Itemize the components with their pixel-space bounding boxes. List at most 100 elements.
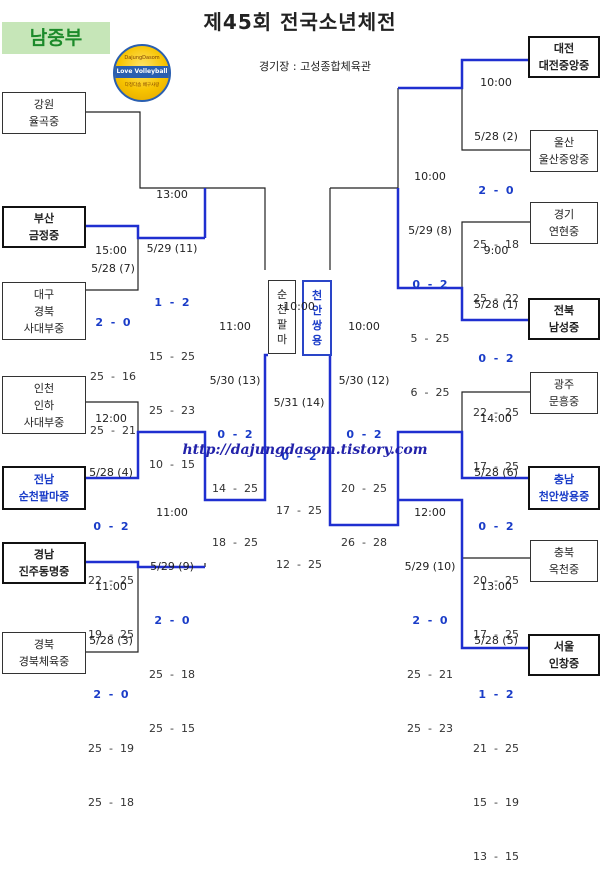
- match-score: 20 - 25: [341, 482, 387, 495]
- match-date: 5/28 (7): [91, 262, 135, 275]
- team-gyeonggi: 경기 연현중: [530, 202, 598, 244]
- team-chungnam: 충남 천안쌍용중: [528, 466, 600, 510]
- logo-text-main: Love Volleyball: [116, 68, 168, 75]
- match-8: 10:00 5/29 (8) 0 - 2 5 - 25 6 - 25: [402, 132, 458, 420]
- match-score: 15 - 19: [473, 796, 519, 809]
- team-seoul: 서울 인창중: [528, 634, 600, 676]
- team-school: 율곡중: [28, 115, 60, 128]
- team-ulsan: 울산 울산중앙중: [530, 130, 598, 172]
- match-10: 12:00 5/29 (10) 2 - 0 25 - 21 25 - 23: [402, 468, 458, 756]
- match-score: 25 - 23: [149, 404, 195, 417]
- finalist-char: 천: [311, 289, 323, 302]
- match-score: 25 - 18: [88, 796, 134, 809]
- match-score: 25 - 18: [473, 238, 519, 251]
- match-date: 5/29 (9): [150, 560, 194, 573]
- team-daejeon: 대전 대전중앙중: [528, 36, 600, 78]
- team-school: 금정중: [28, 229, 60, 242]
- team-region: 광주: [553, 378, 575, 391]
- team-school: 대전중앙중: [538, 59, 590, 72]
- team-region: 충남: [553, 473, 575, 486]
- line-gwangju: [461, 391, 530, 432]
- match-11: 13:00 5/29 (11) 1 - 2 15 - 25 25 - 23 10…: [142, 150, 202, 492]
- match-score: 25 - 19: [88, 742, 134, 755]
- match-1: 9:00 5/28 (1) 0 - 2 22 - 25 17 - 25: [466, 206, 526, 494]
- team-school: 울산중앙중: [538, 153, 590, 166]
- finalist-char: 순: [276, 288, 288, 301]
- match-score: 17 - 25: [473, 460, 519, 473]
- match-13: 11:00 5/30 (13) 0 - 2 14 - 25 18 - 25: [206, 282, 264, 570]
- match-time: 14:00: [480, 412, 512, 425]
- match-date: 5/28 (5): [474, 634, 518, 647]
- match-score: 15 - 25: [149, 350, 195, 363]
- match-score: 26 - 28: [341, 536, 387, 549]
- match-time: 11:00: [95, 580, 127, 593]
- team-region2: 경북: [33, 304, 55, 318]
- match-sets: 0 - 2: [93, 520, 129, 533]
- match-date: 5/29 (10): [404, 560, 456, 573]
- match-time: 13:00: [156, 188, 188, 201]
- line-11-up: [205, 187, 266, 270]
- match-7-details: 5/28 (7) 2 - 0 25 - 16 25 - 21: [86, 224, 140, 458]
- match-6: 14:00 5/28 (6) 0 - 2 20 - 25 17 - 25: [466, 374, 526, 662]
- logo-band: [115, 66, 169, 78]
- team-busan: 부산 금정중: [2, 206, 86, 248]
- match-12: 10:00 5/30 (12) 0 - 2 20 - 25 26 - 28: [334, 282, 394, 570]
- team-gyeongnam: 경남 진주동명중: [2, 542, 86, 584]
- match-date: 5/28 (1): [474, 298, 518, 311]
- match-2: 10:00 5/28 (2) 2 - 0 25 - 18 25 - 22: [466, 38, 526, 326]
- line-daegu: [84, 238, 139, 291]
- match-score: 17 - 25: [473, 628, 519, 641]
- winner-lines: [84, 58, 530, 650]
- team-region: 강원: [33, 98, 55, 111]
- match-score: 25 - 22: [473, 292, 519, 305]
- logo-text-bottom: 다정다솜 배구사랑: [124, 83, 160, 88]
- win-chungnam-final: [328, 355, 530, 527]
- finalist-left: 순 천 팔 마: [268, 280, 296, 354]
- line-ulsan: [461, 88, 530, 151]
- match-time: 15:00: [95, 244, 127, 257]
- team-school: 연현중: [548, 225, 580, 238]
- match-date: 5/28 (6): [474, 466, 518, 479]
- website-link[interactable]: http://dajungdasom.tistory.com: [182, 442, 428, 458]
- match-14-time: 10:00: [282, 262, 316, 334]
- match-date: 5/28 (3): [89, 634, 133, 647]
- match-score: 5 - 25: [410, 332, 450, 345]
- team-region: 서울: [553, 640, 575, 653]
- match-sets: 2 - 0: [95, 316, 131, 329]
- team-school: 사대부중: [23, 321, 65, 335]
- finalist-char: 쌍: [311, 319, 323, 332]
- match-score: 10 - 15: [149, 458, 195, 471]
- match-date: 5/30 (12): [338, 374, 390, 387]
- team-region: 경북: [33, 638, 55, 651]
- team-region: 울산: [553, 136, 575, 149]
- team-school: 진주동명중: [18, 565, 70, 578]
- team-region: 대전: [553, 42, 575, 55]
- team-region: 경남: [33, 548, 55, 561]
- team-region: 전남: [33, 473, 55, 486]
- match-score: 20 - 25: [473, 574, 519, 587]
- finalist-char: 마: [276, 333, 288, 346]
- match-score: 25 - 21: [90, 424, 136, 437]
- team-school: 순천팔마중: [18, 490, 70, 503]
- team-region: 인천: [33, 381, 55, 395]
- win-daejeon: [398, 58, 530, 90]
- division-badge: 남중부: [2, 22, 110, 54]
- team-school: 경북체육중: [18, 655, 70, 668]
- team-school: 사대부중: [23, 415, 65, 429]
- team-school: 인창중: [548, 657, 580, 670]
- match-sets: 1 - 2: [154, 296, 190, 309]
- team-gwangju: 광주 문흥중: [530, 372, 598, 414]
- team-school: 문흥중: [548, 395, 580, 408]
- line-8-up: [330, 88, 399, 189]
- line-gangwon: [84, 111, 205, 189]
- match-sets: 0 - 2: [217, 428, 253, 441]
- win-jeonbuk: [396, 188, 530, 322]
- match-date: 5/29 (11): [146, 242, 198, 255]
- venue-label: 경기장 : 고성종합체육관: [259, 60, 371, 73]
- team-region2: 인하: [33, 398, 55, 412]
- match-sets: 0 - 2: [478, 520, 514, 533]
- team-school: 천안쌍용중: [538, 490, 590, 503]
- match-score: 14 - 25: [212, 482, 258, 495]
- match-sets: 2 - 0: [478, 184, 514, 197]
- match-3: 11:00 5/28 (3) 2 - 0 25 - 19 25 - 18: [86, 542, 136, 830]
